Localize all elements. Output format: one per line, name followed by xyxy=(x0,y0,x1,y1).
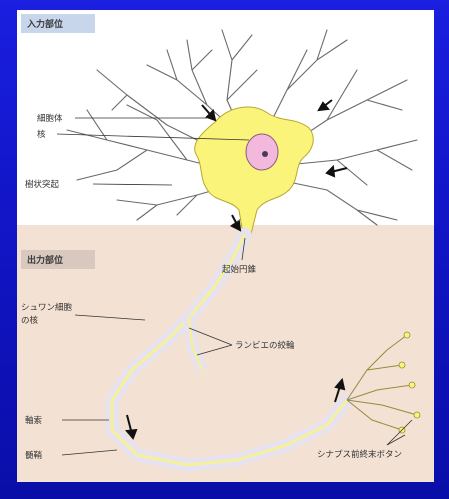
label-nucleus: 核 xyxy=(37,129,46,140)
presynaptic-terminals xyxy=(347,335,417,430)
label-myelin-sheath: 髄鞘 xyxy=(25,450,43,461)
label-schwann-nucleus-1: シュワン細胞 xyxy=(21,302,73,313)
neuron-diagram: 細胞体 核 樹状突起 起始円錐 シュワン細胞 の核 ランビエの絞輪 軸索 髄鞘 … xyxy=(17,10,434,482)
label-schwann-nucleus-2: の核 xyxy=(21,315,39,326)
nucleus xyxy=(246,134,278,170)
label-node-of-ranvier: ランビエの絞輪 xyxy=(235,340,295,351)
label-presynaptic-terminal: シナプス前終末ボタン xyxy=(317,449,402,460)
cell-body xyxy=(195,107,314,234)
label-dendrite: 樹状突起 xyxy=(25,179,60,190)
section-tag-input: 入力部位 xyxy=(21,14,95,33)
terminal-buttons xyxy=(399,332,420,433)
label-axon-hillock: 起始円錐 xyxy=(222,264,257,275)
figure-frame: 細胞体 核 樹状突起 起始円錐 シュワン細胞 の核 ランビエの絞輪 軸索 髄鞘 … xyxy=(17,10,434,482)
label-axon: 軸索 xyxy=(25,415,42,426)
label-cell-body: 細胞体 xyxy=(37,113,63,124)
section-tag-output: 出力部位 xyxy=(21,250,95,269)
